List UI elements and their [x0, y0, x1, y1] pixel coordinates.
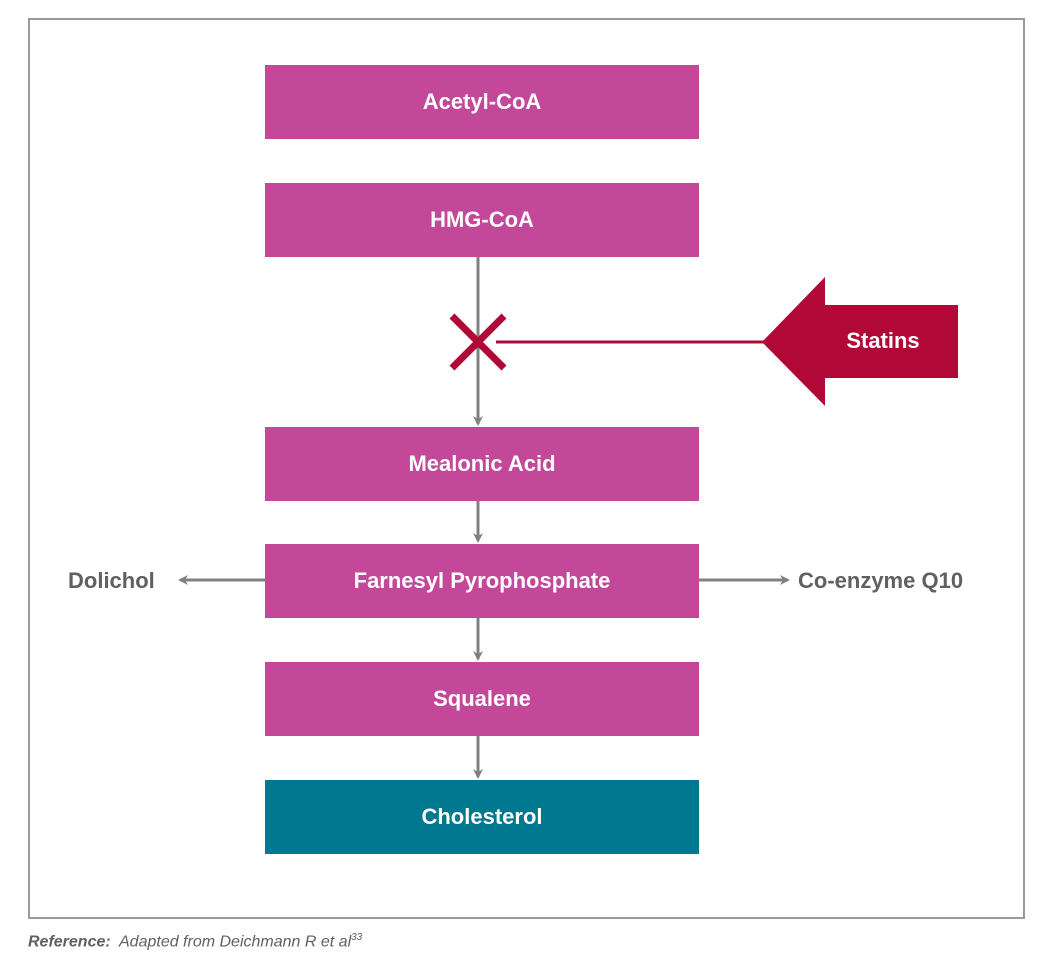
- step-hmg-coa: HMG-CoA: [265, 183, 699, 257]
- statins-label: Statins: [846, 328, 920, 353]
- branch-dolichol: Dolichol: [68, 568, 155, 593]
- step-acetyl-coa: Acetyl-CoA: [265, 65, 699, 139]
- reference-label: Reference:: [28, 933, 111, 951]
- x-icon: [449, 313, 507, 371]
- step-label: Acetyl-CoA: [422, 89, 542, 114]
- step-label: Cholesterol: [421, 804, 543, 829]
- step-mealonic-acid: Mealonic Acid: [265, 427, 699, 501]
- reference-note: Reference: Adapted from Deichmann R et a…: [28, 932, 362, 951]
- step-farnesyl-pyrophosphate: Farnesyl Pyrophosphate: [265, 544, 699, 618]
- branch-coenzyme-q10: Co-enzyme Q10: [798, 568, 964, 593]
- step-label: Farnesyl Pyrophosphate: [353, 568, 611, 593]
- reference-sup: 33: [351, 932, 363, 943]
- step-label: Mealonic Acid: [408, 451, 556, 476]
- reference-text: Adapted from Deichmann R et al: [119, 933, 352, 951]
- step-squalene: Squalene: [265, 662, 699, 736]
- step-cholesterol: Cholesterol: [265, 780, 699, 854]
- statins-arrow-shape: [762, 277, 958, 406]
- step-label: HMG-CoA: [430, 207, 534, 232]
- step-label: Squalene: [433, 686, 531, 711]
